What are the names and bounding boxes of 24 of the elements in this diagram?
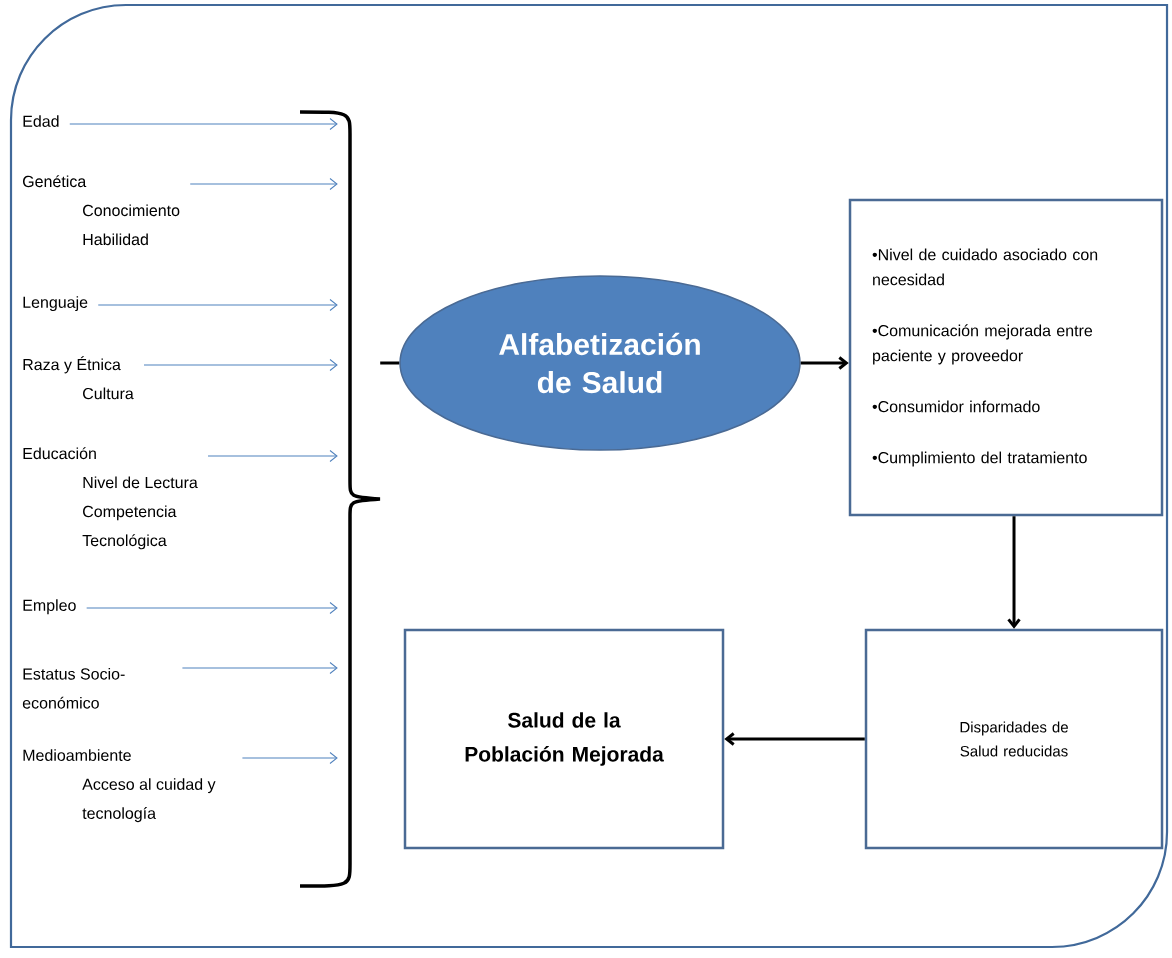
factor-label: Estatus Socio- económico <box>22 667 125 709</box>
outcome-box: •Nivel de cuidado asociado con necesidad •Comunicación mejorada entre paciente y proveedor •Consumidor informado •Cumplimiento del tratamiento <box>848 198 1164 517</box>
arrow <box>1007 516 1021 629</box>
result-box: Salud de la Población Mejorada <box>403 628 725 850</box>
factor-label: Lenguaje <box>23 296 88 312</box>
factor-label: Raza y Étnica Cultura <box>23 356 134 400</box>
factor-label: Medioambiente Acceso al cuidad y tecnología <box>23 749 216 823</box>
arrow <box>189 178 338 190</box>
arrow <box>724 732 865 746</box>
arrow <box>69 118 338 130</box>
arrow <box>143 359 338 371</box>
arrow <box>207 450 338 462</box>
arrow <box>181 662 338 674</box>
factor-label: Empleo <box>23 599 76 615</box>
factor-label: Educación Nivel de Lectura Competencia Tecnológica <box>23 447 198 550</box>
arrow <box>97 299 338 311</box>
factor-label: Edad <box>23 115 59 127</box>
arrow <box>800 356 849 370</box>
factor-label: Genética Conocimiento Habilidad <box>23 175 180 246</box>
curly-bracket <box>300 110 382 888</box>
oval: Alfabetización de Salud <box>399 275 801 451</box>
arrow <box>241 752 338 764</box>
arrow <box>86 602 338 614</box>
result-box: Disparidades de Salud reducidas <box>864 628 1164 850</box>
